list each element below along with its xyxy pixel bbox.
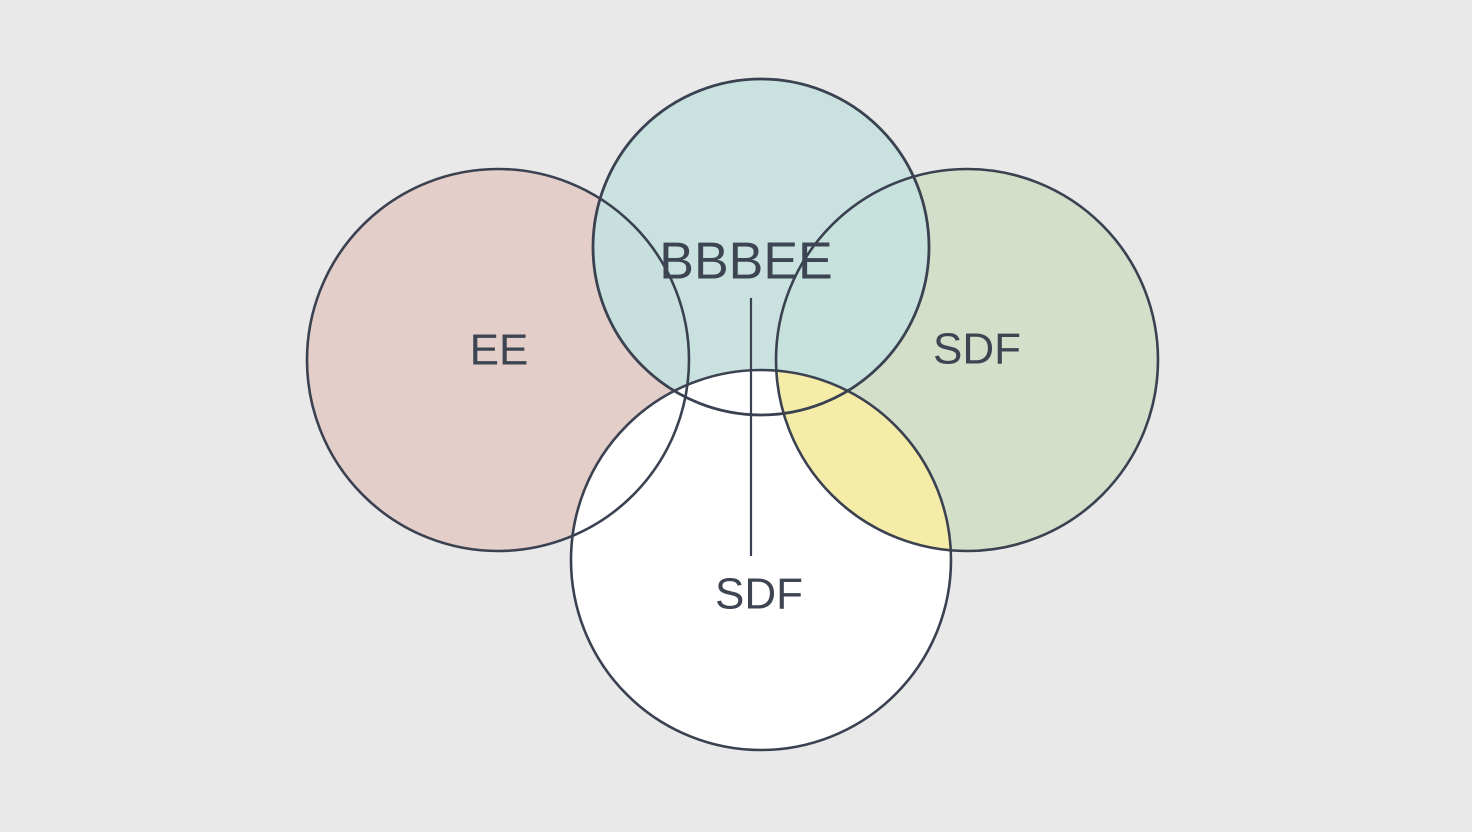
set-top-outline[interactable]: [591, 77, 931, 417]
set-top-label: BBBEE: [659, 233, 832, 291]
set-right-outline[interactable]: [774, 167, 1160, 553]
set-right-label: SDF: [933, 325, 1021, 374]
set-bottom-label: SDF: [715, 570, 803, 619]
overlap-bottom-right-fill: [776, 370, 951, 551]
set-bottom-outline[interactable]: [569, 368, 953, 752]
set-left-label: EE: [470, 326, 529, 375]
overlap-bottom-right-group: [776, 370, 951, 551]
set-left-outline[interactable]: [305, 167, 691, 553]
set-top-fill: [593, 79, 929, 415]
